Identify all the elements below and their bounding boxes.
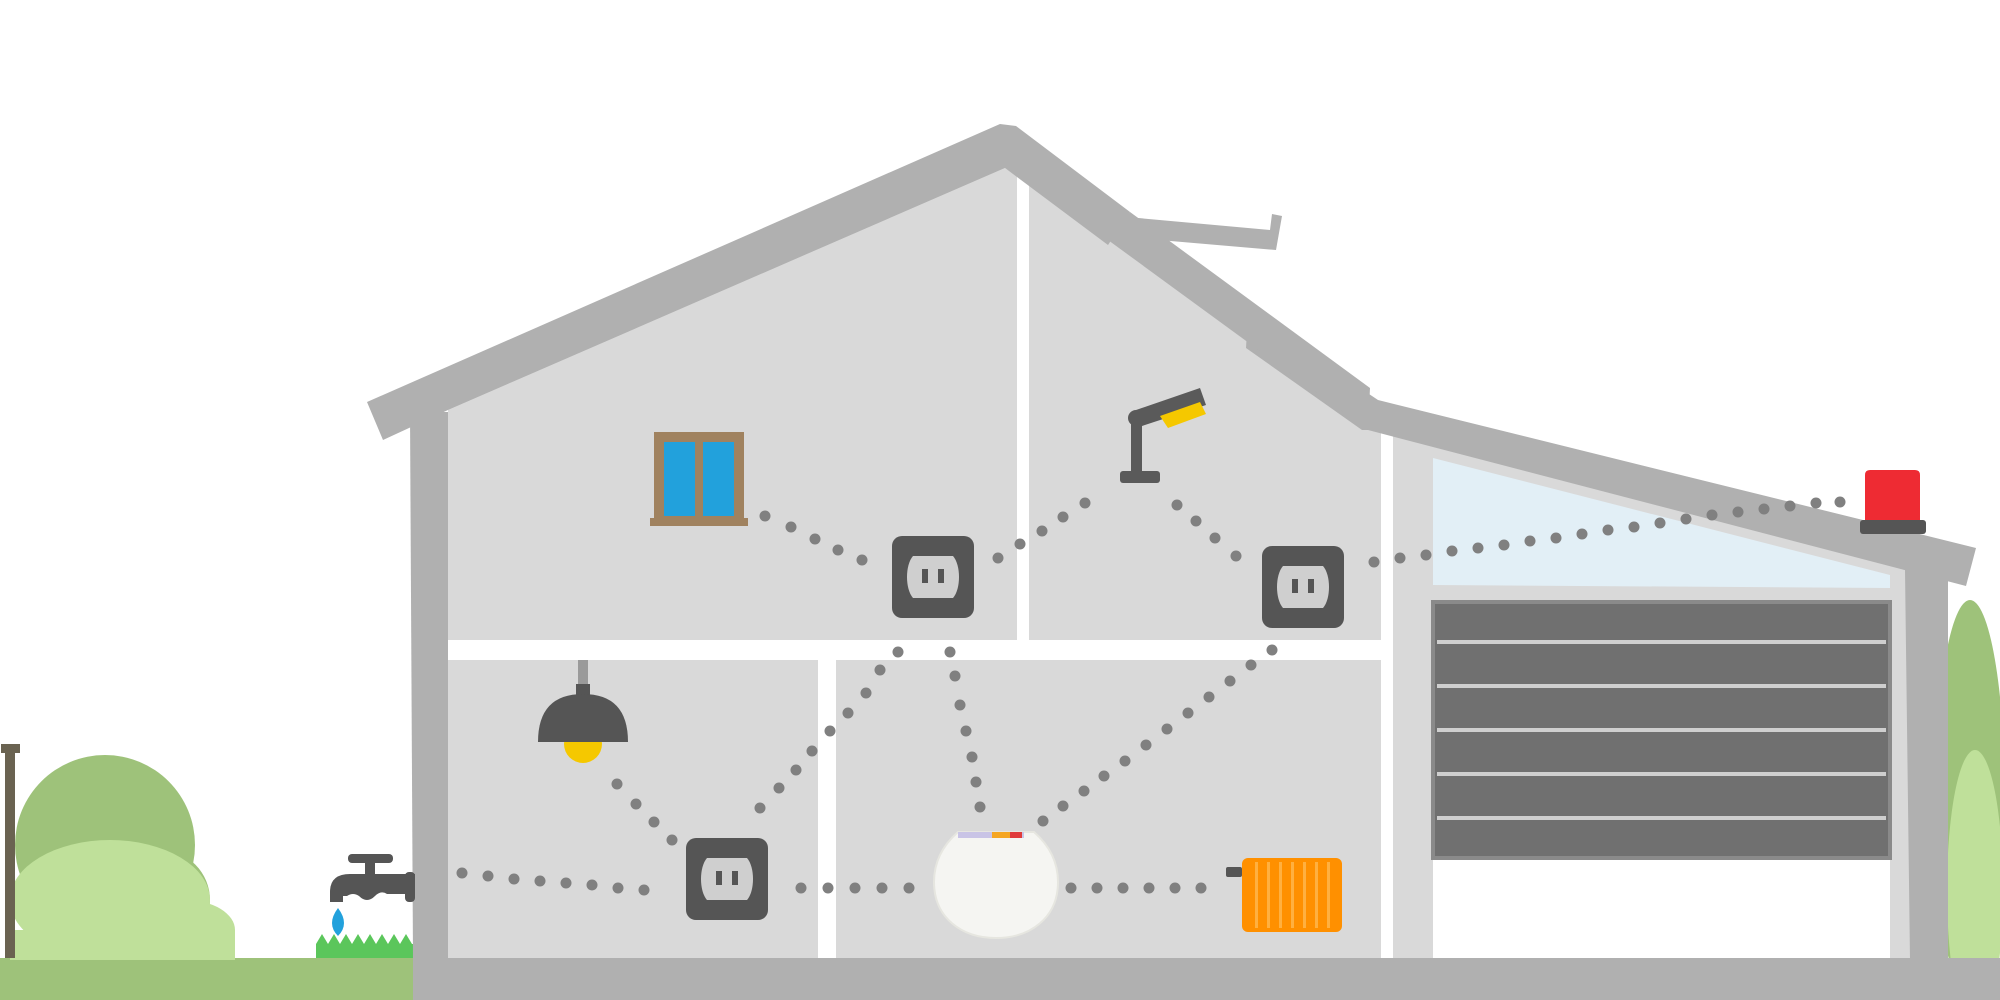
- fence-post: [1, 744, 20, 958]
- power-outlet-icon[interactable]: [686, 838, 768, 920]
- smart-speaker-icon[interactable]: [932, 831, 1060, 940]
- camera-icon[interactable]: [1120, 388, 1206, 483]
- bush-left: [10, 755, 235, 960]
- radiator-icon[interactable]: [1226, 858, 1342, 932]
- ground-left: [0, 958, 415, 1000]
- garage-door-icon: [1431, 600, 1892, 860]
- window-icon[interactable]: [650, 432, 748, 526]
- water-tap-icon[interactable]: [330, 854, 415, 936]
- pendant-lamp-icon[interactable]: [538, 660, 628, 763]
- garage-opening: [1433, 858, 1890, 958]
- house-frame: [367, 124, 2000, 1000]
- power-outlet-icon[interactable]: [892, 536, 974, 618]
- siren-icon[interactable]: [1860, 470, 1926, 534]
- bush-right: [1935, 600, 2000, 1000]
- grass-patch: [316, 934, 415, 958]
- power-outlet-icon[interactable]: [1262, 546, 1344, 628]
- device-connections: [456, 496, 1846, 896]
